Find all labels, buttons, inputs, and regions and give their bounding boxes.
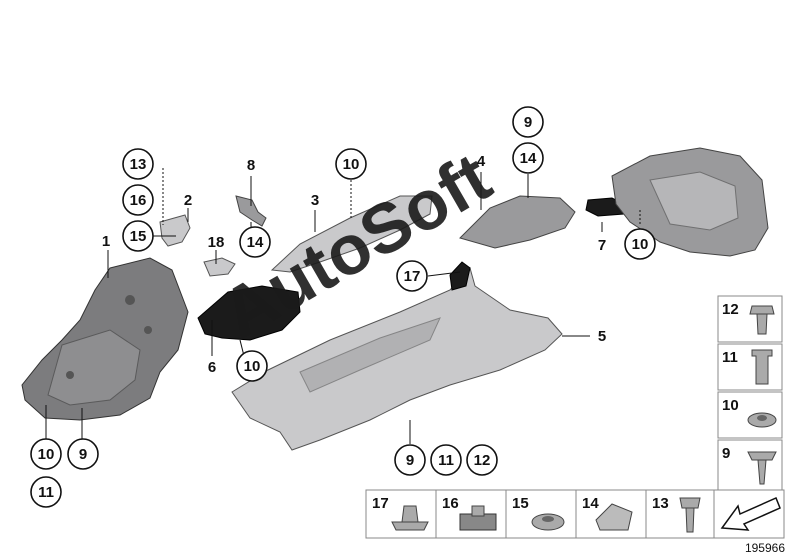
callout-1[interactable]: 1 [102, 233, 110, 250]
part-4-plate [459, 195, 576, 249]
callout-10[interactable]: 10 [30, 438, 62, 470]
legend-arrow [720, 496, 781, 531]
callout-8[interactable]: 8 [247, 157, 255, 174]
svg-text:9: 9 [722, 445, 730, 462]
svg-text:5: 5 [598, 328, 606, 345]
legend-item-10[interactable]: 10 [722, 397, 777, 428]
part-3-shield [270, 195, 433, 273]
hex-bolt-icon [679, 497, 701, 533]
callout-4[interactable]: 4 [477, 153, 486, 170]
svg-text:10: 10 [38, 446, 55, 463]
svg-text:10: 10 [343, 156, 360, 173]
part-2-bracket [159, 214, 191, 247]
callout-10[interactable]: 10 [624, 228, 656, 260]
part-6-shield [197, 285, 301, 341]
part-18-clip [203, 257, 236, 277]
bottom-legend: 17 16 15 14 13 [365, 489, 785, 539]
callout-16[interactable]: 16 [122, 184, 154, 216]
image-number: 195966 [745, 541, 785, 555]
svg-text:11: 11 [438, 452, 454, 469]
direction-arrow-icon [720, 496, 781, 531]
svg-text:13: 13 [652, 495, 669, 512]
legend-item-16[interactable]: 16 [442, 495, 497, 531]
svg-text:12: 12 [474, 452, 491, 469]
expansion-nut-icon [751, 349, 773, 385]
svg-text:11: 11 [38, 484, 54, 501]
svg-text:17: 17 [372, 495, 389, 512]
legend-item-13[interactable]: 13 [652, 495, 701, 533]
svg-text:4: 4 [477, 153, 486, 170]
leader-lines [45, 168, 641, 444]
callout-15[interactable]: 15 [122, 220, 154, 252]
callout-11[interactable]: 11 [30, 476, 62, 508]
side-legend: 12 11 10 9 [717, 295, 783, 493]
svg-text:14: 14 [247, 234, 264, 251]
callout-10[interactable]: 10 [335, 148, 367, 180]
svg-text:12: 12 [722, 301, 739, 318]
legend-item-15[interactable]: 15 [512, 495, 565, 531]
svg-text:10: 10 [722, 397, 739, 414]
callouts: 13 16 15 2 1 8 14 18 10 3 4 9 14 7 10 17… [30, 106, 656, 508]
svg-text:13: 13 [130, 156, 147, 173]
part-1-heat-shield [21, 257, 189, 421]
svg-text:2: 2 [184, 192, 192, 209]
svg-text:17: 17 [404, 268, 421, 285]
svg-text:10: 10 [244, 358, 261, 375]
callout-3[interactable]: 3 [311, 192, 319, 209]
legend-item-17[interactable]: 17 [372, 495, 429, 531]
svg-text:15: 15 [130, 228, 147, 245]
callout-14[interactable]: 14 [512, 142, 544, 174]
svg-text:14: 14 [520, 150, 537, 167]
callout-7[interactable]: 7 [598, 237, 606, 254]
callout-5[interactable]: 5 [598, 328, 606, 345]
svg-text:16: 16 [130, 192, 147, 209]
svg-text:1: 1 [102, 233, 110, 250]
callout-6[interactable]: 6 [208, 359, 216, 376]
legend-item-9[interactable]: 9 [722, 445, 777, 485]
legend-item-11[interactable]: 11 [722, 349, 773, 385]
svg-text:18: 18 [208, 234, 225, 251]
svg-text:9: 9 [406, 452, 414, 469]
callout-17[interactable]: 17 [396, 260, 428, 292]
part-5-tunnel-shield [231, 261, 563, 451]
callout-14[interactable]: 14 [239, 226, 271, 258]
screw-icon [747, 451, 777, 485]
svg-text:7: 7 [598, 237, 606, 254]
svg-text:9: 9 [79, 446, 87, 463]
svg-text:14: 14 [582, 495, 599, 512]
svg-text:9: 9 [524, 114, 532, 131]
svg-text:15: 15 [512, 495, 529, 512]
svg-text:16: 16 [442, 495, 459, 512]
callout-9[interactable]: 9 [512, 106, 544, 138]
svg-text:8: 8 [247, 157, 255, 174]
part-rear-heat-shield [611, 147, 769, 257]
flange-bolt-icon [749, 305, 775, 335]
callout-18[interactable]: 18 [208, 234, 225, 251]
callout-2[interactable]: 2 [184, 192, 192, 209]
callout-9[interactable]: 9 [394, 444, 426, 476]
callout-9[interactable]: 9 [67, 438, 99, 470]
svg-text:3: 3 [311, 192, 319, 209]
callout-12[interactable]: 12 [466, 444, 498, 476]
svg-text:10: 10 [632, 236, 649, 253]
callout-13[interactable]: 13 [122, 148, 154, 180]
callout-11[interactable]: 11 [430, 444, 462, 476]
spring-clip-icon [595, 503, 633, 531]
flange-nut-icon [391, 505, 429, 531]
legend-item-14[interactable]: 14 [582, 495, 633, 531]
svg-text:11: 11 [722, 349, 738, 366]
legend-item-12[interactable]: 12 [722, 301, 775, 335]
part-8-bracket [235, 195, 267, 227]
svg-text:6: 6 [208, 359, 216, 376]
callout-10[interactable]: 10 [236, 350, 268, 382]
